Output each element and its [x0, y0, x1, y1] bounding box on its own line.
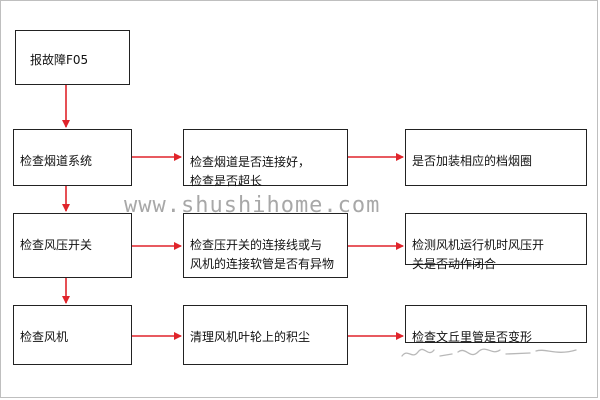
node-start-label: 报故障F05 [30, 52, 89, 67]
node-fan-action-label: 检查文丘里管是否变形 [412, 330, 533, 344]
node-pressure-check: 检查压开关的连接线或与 风机的连接软管是否有异物 [183, 213, 348, 278]
node-fan-action: 检查文丘里管是否变形 [405, 305, 587, 344]
node-pressure-check-label: 检查压开关的连接线或与 风机的连接软管是否有异物 [190, 238, 335, 271]
node-flue-label: 检查烟道系统 [20, 154, 93, 168]
node-pressure-switch-label: 检查风压开关 [20, 238, 93, 252]
node-fan-check-label: 清理风机叶轮上的积尘 [190, 330, 311, 344]
node-flue-action: 是否加装相应的档烟圈 [405, 129, 587, 186]
node-fan-label: 检查风机 [20, 330, 69, 344]
signature-scribble-icon [401, 348, 577, 357]
node-flue: 检查烟道系统 [13, 129, 132, 186]
node-flue-check: 检查烟道是否连接好， 检查是否超长 [183, 129, 348, 188]
node-pressure-action: 检测风机运行机时风压开 关是否动作闭合 [405, 213, 587, 271]
watermark-text: www.shushihome.com [124, 193, 381, 218]
node-pressure-switch: 检查风压开关 [13, 213, 132, 278]
node-flue-action-label: 是否加装相应的档烟圈 [412, 154, 533, 168]
node-flue-check-label: 检查烟道是否连接好， 检查是否超长 [190, 155, 311, 188]
node-fan: 检查风机 [13, 305, 132, 365]
node-pressure-action-label: 检测风机运行机时风压开 关是否动作闭合 [412, 238, 545, 271]
node-fan-check: 清理风机叶轮上的积尘 [183, 305, 348, 365]
node-start: 报故障F05 [15, 30, 130, 85]
